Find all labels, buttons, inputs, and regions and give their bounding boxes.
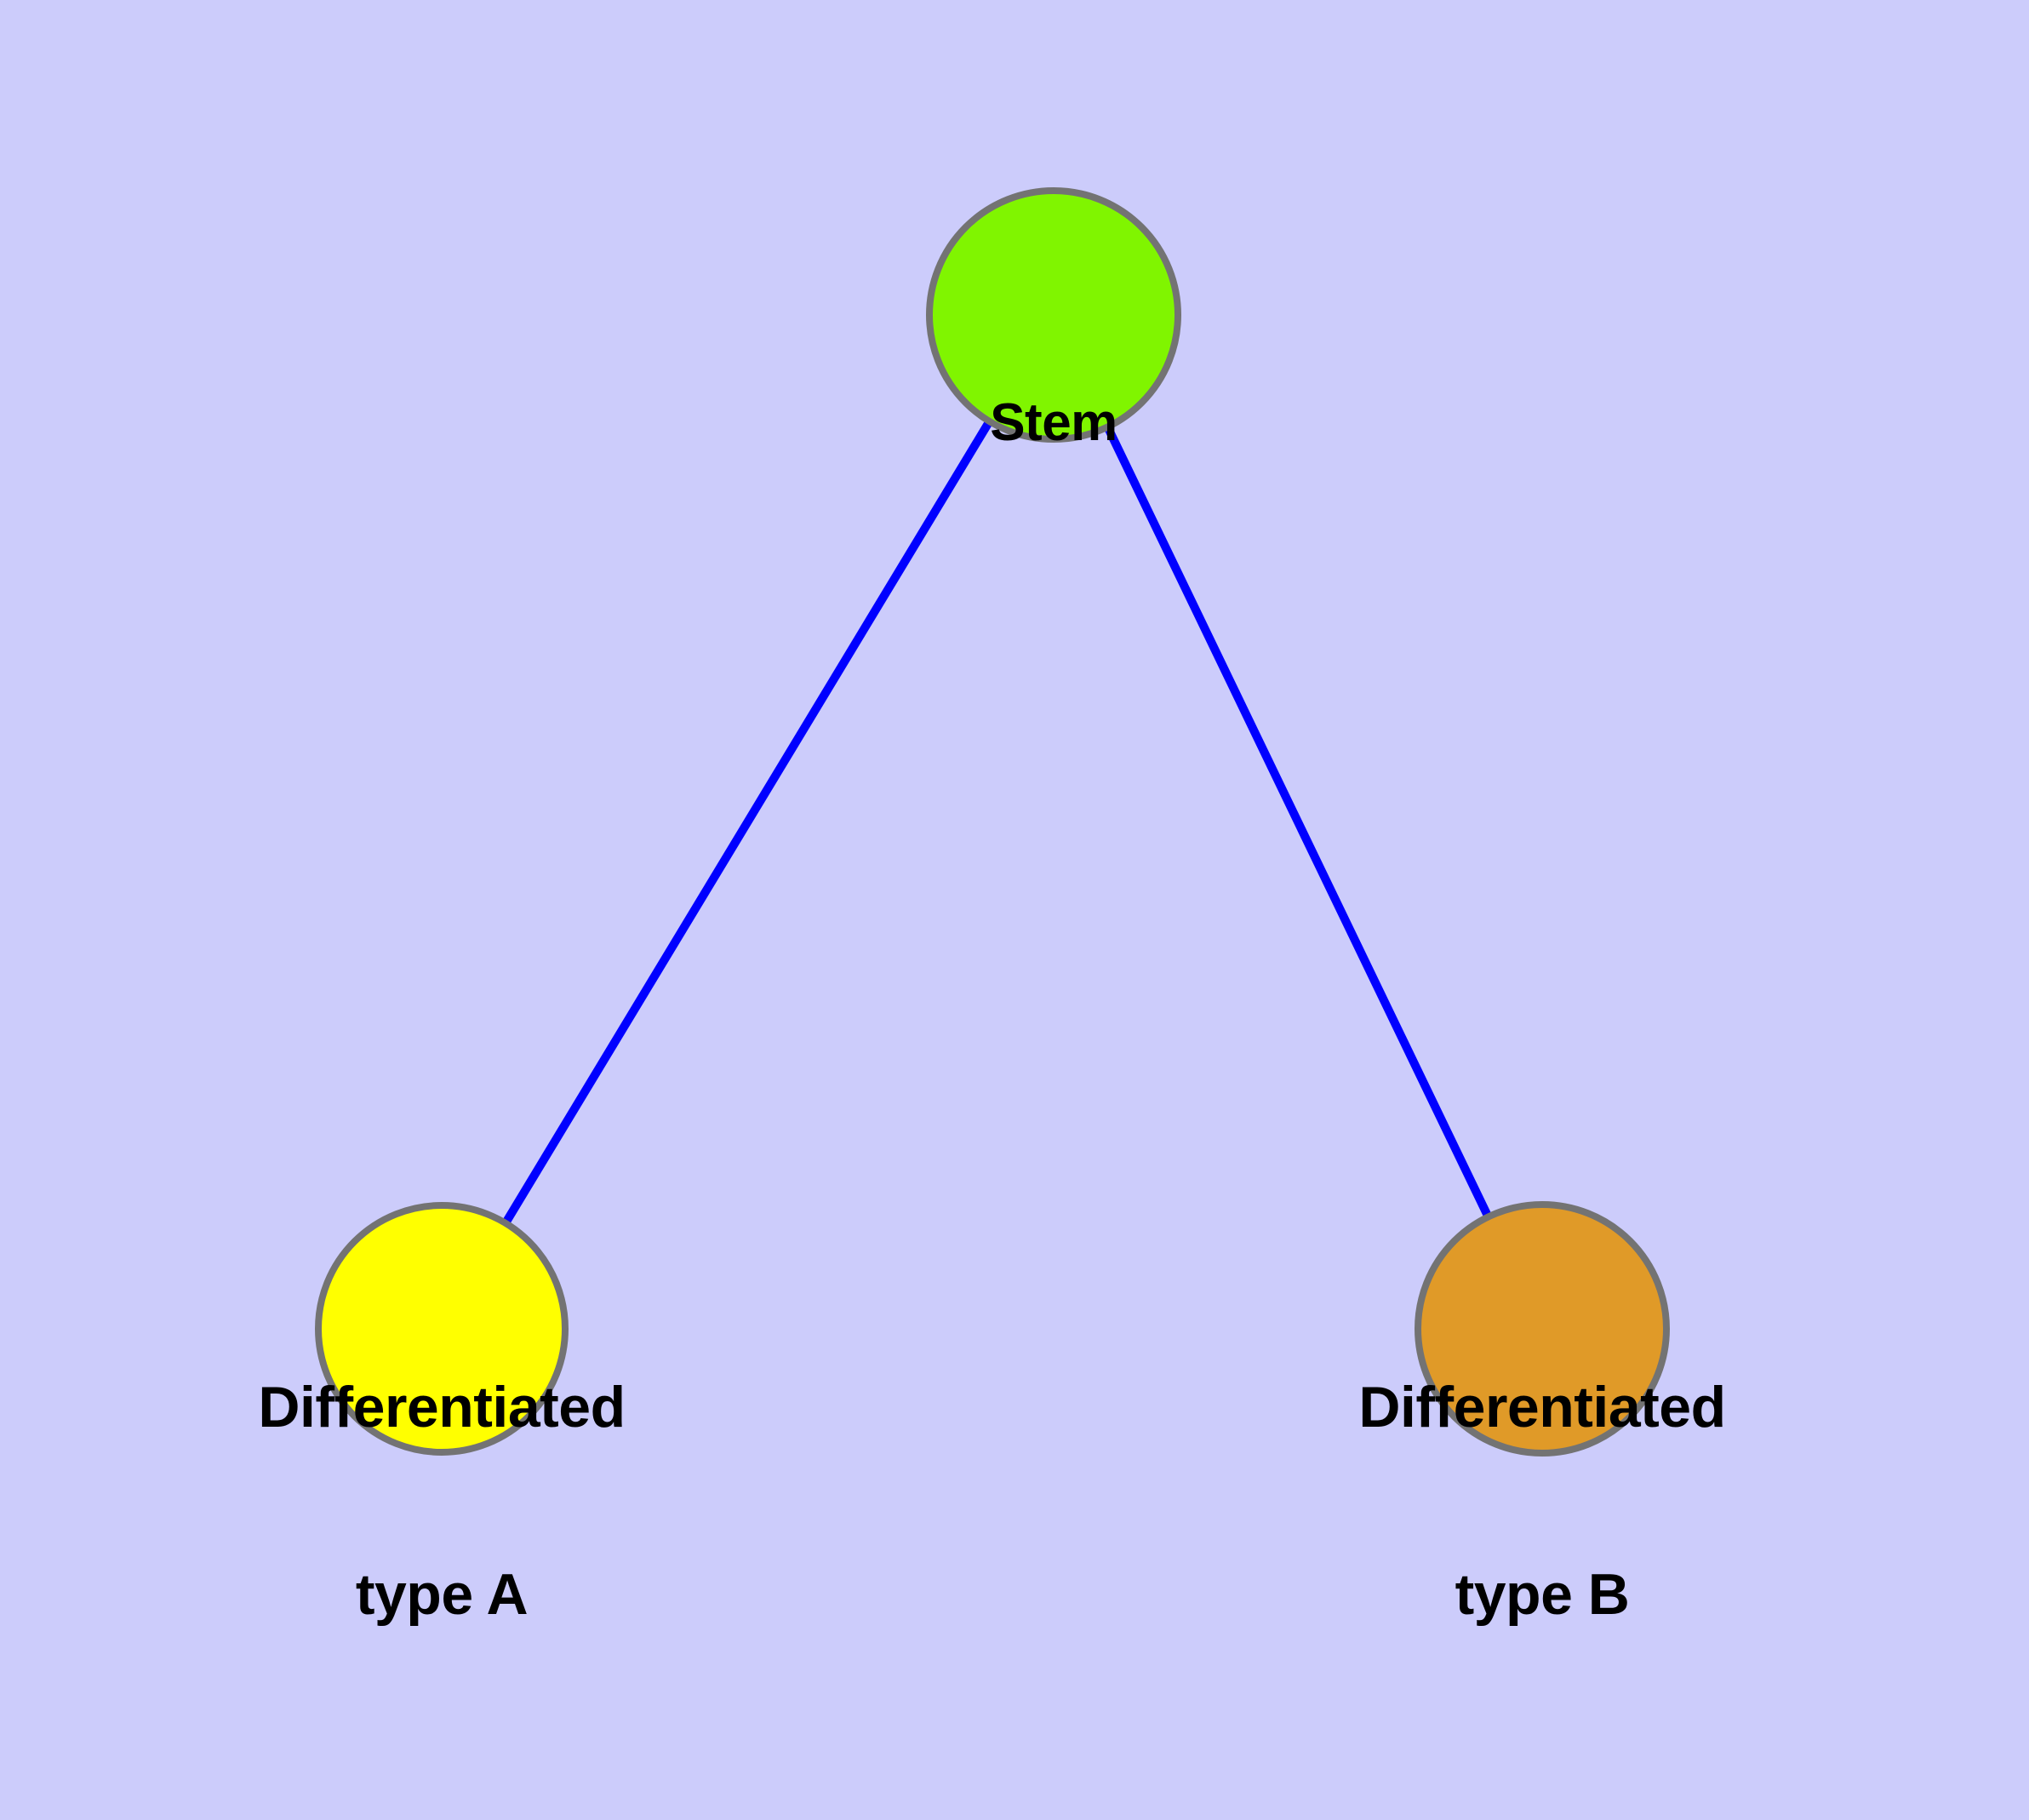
node-stem[interactable] (926, 187, 1181, 443)
node-differentiated-type-a[interactable] (315, 1202, 569, 1456)
edge-stem-to-diff-b (1049, 312, 1546, 1331)
edge-stem-to-diff-a (437, 312, 1058, 1331)
node-label-differentiated-type-b-line-2: type B (1455, 1562, 1630, 1628)
node-differentiated-type-b[interactable] (1415, 1201, 1670, 1457)
node-label-differentiated-type-a-line-2: type A (355, 1562, 529, 1628)
